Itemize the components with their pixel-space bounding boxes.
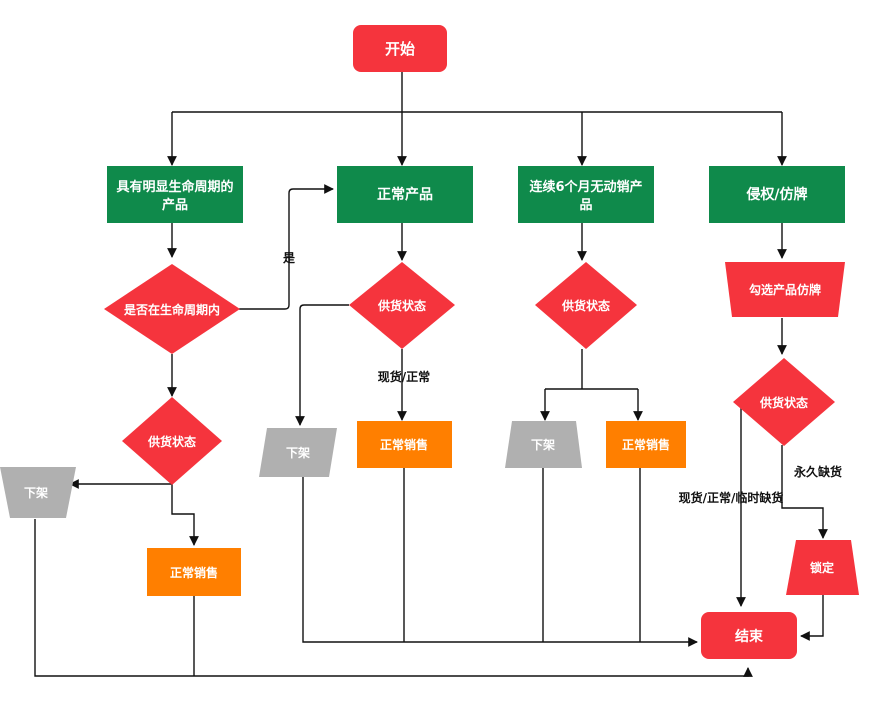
select-fake-node: 勾选产品仿牌 xyxy=(725,262,845,317)
edge-middle-collector-to-end xyxy=(302,476,698,647)
lock-label: 锁定 xyxy=(810,560,834,575)
edge-lock-to-end xyxy=(800,595,824,641)
unsold-product-node: 连续6个月无动销产 品 xyxy=(518,166,654,223)
supply-status-decision-a: 供货状态 xyxy=(122,397,222,485)
lock-node: 锁定 xyxy=(786,540,859,595)
start-node: 开始 xyxy=(353,25,447,72)
unsold-label-line2: 品 xyxy=(579,198,592,213)
infringe-label: 侵权/仿牌 xyxy=(745,186,807,203)
infringe-node: 侵权/仿牌 xyxy=(709,166,845,223)
supply-a-label: 供货状态 xyxy=(147,434,196,449)
delist-left-node: 下架 xyxy=(0,467,76,518)
in-lifecycle-label: 是否在生命周期内 xyxy=(123,302,220,317)
unsold-label-line1: 连续6个月无动销产 xyxy=(529,179,642,195)
delist-mid-label: 下架 xyxy=(286,445,310,460)
delist-mid-node: 下架 xyxy=(259,428,337,477)
connectors xyxy=(34,72,828,677)
normal-sale-mid-label: 正常销售 xyxy=(380,437,428,452)
lifecycle-label-line1: 具有明显生命周期的 xyxy=(116,179,233,195)
supply-c-label: 供货状态 xyxy=(561,298,610,313)
supply-d-label: 供货状态 xyxy=(759,395,808,410)
delist-right-label: 下架 xyxy=(531,437,555,452)
normal-sale-right-node: 正常销售 xyxy=(606,421,686,468)
normal-sale-mid-node: 正常销售 xyxy=(357,421,452,468)
edge-supply-a-to-sale xyxy=(171,484,199,546)
lifecycle-product-node: 具有明显生命周期的 产品 xyxy=(107,166,243,223)
normal-sale-right-label: 正常销售 xyxy=(622,437,670,452)
end-label: 结束 xyxy=(735,628,764,645)
normal-sale-left-node: 正常销售 xyxy=(147,548,241,596)
select-fake-label: 勾选产品仿牌 xyxy=(749,282,821,297)
delist-right-node: 下架 xyxy=(505,421,582,468)
supply-status-decision-c: 供货状态 xyxy=(535,262,637,349)
normal-product-label: 正常产品 xyxy=(377,186,433,203)
start-label: 开始 xyxy=(385,40,415,58)
normal-product-node: 正常产品 xyxy=(337,166,473,223)
edge-delist-left-to-end xyxy=(34,519,753,677)
edge-label-yes: 是 xyxy=(282,251,296,265)
in-lifecycle-decision: 是否在生命周期内 xyxy=(104,264,240,354)
edge-label-in-stock-normal-temp: 现货/正常/临时缺货 xyxy=(679,490,784,505)
edge-supply-b-to-delist xyxy=(295,304,349,426)
edge-label-permanent-out: 永久缺货 xyxy=(793,464,842,479)
normal-sale-left-label: 正常销售 xyxy=(170,565,218,580)
edge-supply-d-to-lock xyxy=(781,445,828,539)
supply-b-label: 供货状态 xyxy=(377,298,426,313)
edge-label-in-stock-normal: 现货/正常 xyxy=(378,369,430,384)
edge-yes-to-normal-product xyxy=(239,184,334,310)
supply-status-decision-d: 供货状态 xyxy=(733,358,835,446)
supply-status-decision-b: 供货状态 xyxy=(349,262,455,349)
end-node: 结束 xyxy=(701,612,797,659)
lifecycle-label-line2: 产品 xyxy=(162,197,188,213)
delist-left-label: 下架 xyxy=(24,485,48,500)
